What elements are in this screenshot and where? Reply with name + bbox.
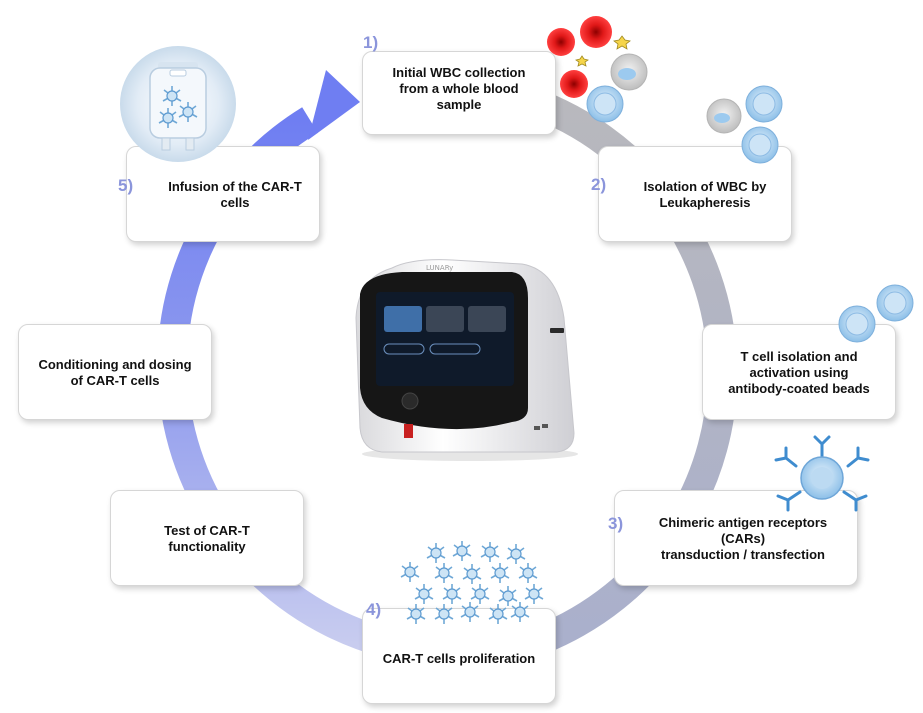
logo-badge: [404, 424, 413, 438]
screen-tile-3: [468, 306, 506, 332]
screen-pill-2: [429, 343, 481, 355]
step-number-1: 1): [363, 33, 379, 52]
screen-tile-2: [426, 306, 464, 332]
step-number-4: 4): [366, 600, 382, 619]
step-number-5: 5): [118, 176, 134, 195]
step-number-2: 2): [591, 175, 607, 194]
cycle-arrow-head: [308, 70, 360, 140]
step-number-3: 3): [608, 514, 624, 533]
step-box-3: Chimeric antigen receptors(CARs)transduc…: [614, 490, 858, 586]
step-box-4: CAR-T cells proliferation: [362, 608, 556, 704]
screen-pill-1: [383, 343, 425, 355]
step-label-3: Chimeric antigen receptors(CARs)transduc…: [658, 515, 828, 562]
device-brand: LUNARy: [426, 264, 453, 272]
lunary-device: LUNARy: [355, 259, 578, 461]
screen-tile-1: [384, 306, 422, 332]
step-label-4: CAR-T cells proliferation: [382, 651, 536, 666]
power-button-icon: [401, 392, 419, 410]
